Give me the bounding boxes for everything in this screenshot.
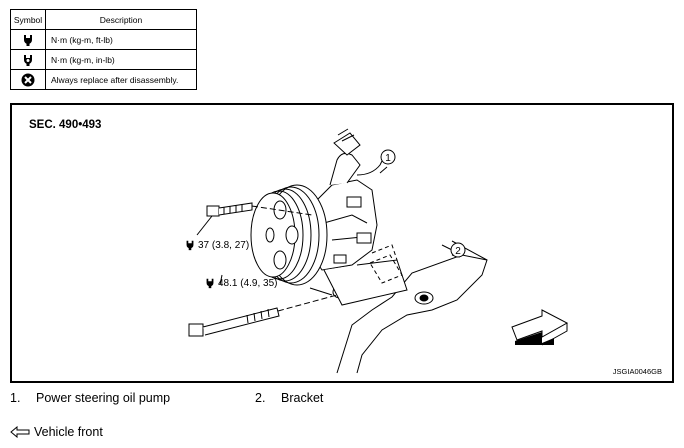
pump-assembly-drawing: 1 2 <box>188 128 569 374</box>
list-item: 1. Power steering oil pump <box>10 391 170 405</box>
torque-spec-upper: 37 (3.8, 27) <box>184 239 249 251</box>
vehicle-front-arrow <box>511 309 569 346</box>
torque-value-upper: 37 (3.8, 27) <box>198 239 250 251</box>
legend-description: N·m (kg-m, ft-lb) <box>45 29 197 50</box>
torque-wrench-small-icon <box>24 54 32 66</box>
vehicle-front-label: Vehicle front <box>34 425 103 439</box>
list-item: 2. Bracket <box>255 391 323 405</box>
svg-text:2: 2 <box>455 246 461 257</box>
lower-bolt-part <box>188 294 338 337</box>
legend-row: N·m (kg-m, in-lb) <box>10 49 197 70</box>
callout-2: 2 <box>450 242 466 258</box>
symbol-legend-table: Symbol Description N·m (kg-m, ft-lb) N·m… <box>10 9 197 90</box>
svg-text:1: 1 <box>385 153 391 164</box>
diagram-frame: SEC. 490•493 <box>10 103 674 383</box>
legend-description: Always replace after disassembly. <box>45 69 197 90</box>
section-title: SEC. 490•493 <box>29 119 102 131</box>
pulley-part <box>250 184 328 286</box>
torque-wrench-icon <box>186 240 194 251</box>
torque-wrench-icon <box>24 34 32 46</box>
legend-description: N·m (kg-m, in-lb) <box>45 49 197 70</box>
arrow-left-icon <box>10 426 30 438</box>
vehicle-front-note: Vehicle front <box>10 425 103 439</box>
legend-header-description: Description <box>45 9 197 30</box>
legend-row: Always replace after disassembly. <box>10 69 197 90</box>
part-number: 1. <box>10 391 21 405</box>
torque-value-lower: 48.1 (4.9, 35) <box>218 277 278 289</box>
part-name: Power steering oil pump <box>36 391 171 405</box>
power-steering-pump-part <box>311 128 408 306</box>
upper-bolt-part <box>206 202 313 217</box>
part-number: 2. <box>255 391 266 405</box>
figure-code: JSGIA0046GB <box>612 367 662 376</box>
legend-row: N·m (kg-m, ft-lb) <box>10 29 197 50</box>
callout-1: 1 <box>380 149 396 165</box>
torque-wrench-icon <box>206 278 214 289</box>
part-name: Bracket <box>281 391 324 405</box>
legend-header-symbol: Symbol <box>10 9 46 30</box>
torque-spec-lower: 48.1 (4.9, 35) <box>204 277 277 289</box>
replace-part-icon <box>21 73 35 86</box>
